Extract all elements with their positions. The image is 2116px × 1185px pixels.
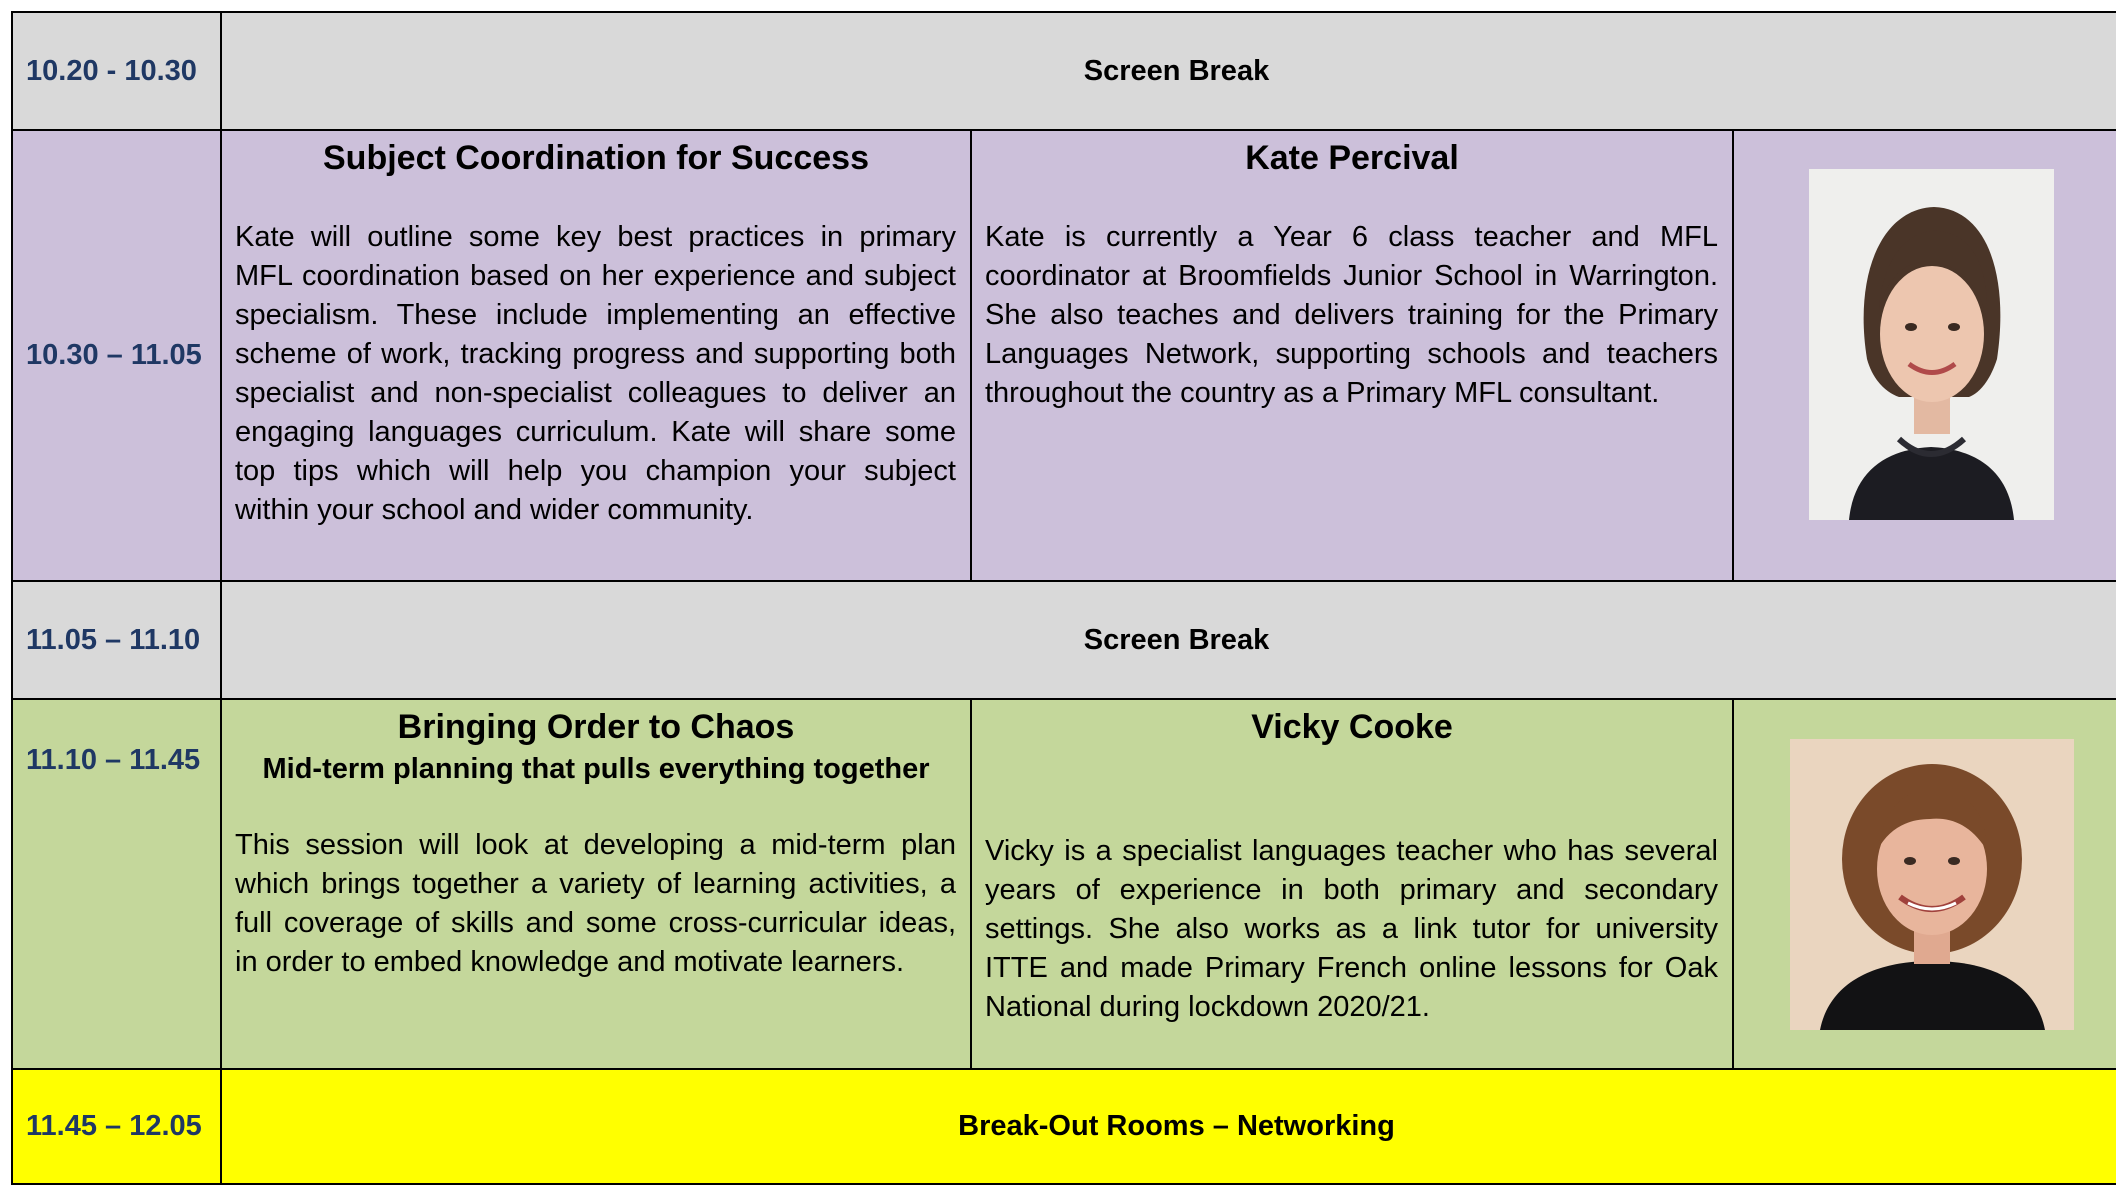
session-title: Bringing Order to Chaos <box>397 708 795 746</box>
time-cell: 11.45 – 12.05 <box>11 1068 222 1185</box>
speaker-bio: Kate is currently a Year 6 class teacher… <box>985 221 1718 409</box>
speaker-photo-cell <box>1732 129 2116 582</box>
session-title: Subject Coordination for Success <box>323 139 869 177</box>
speaker-info-cell: Vicky Cooke Vicky is a specialist langua… <box>970 698 1734 1070</box>
screen-break-label: Screen Break <box>220 11 2116 131</box>
time-cell: 10.20 - 10.30 <box>11 11 222 131</box>
time-cell: 11.10 – 11.45 <box>11 698 222 1070</box>
time-cell: 11.05 – 11.10 <box>11 580 222 700</box>
session-subtitle: Mid-term planning that pulls everything … <box>262 753 930 785</box>
speaker-photo-cell <box>1732 698 2116 1070</box>
agenda-table: 10.20 - 10.30 Screen Break 10.30 – 11.05… <box>11 11 2116 1185</box>
networking-row: 11.45 – 12.05 Break-Out Rooms – Networki… <box>11 1068 2116 1185</box>
screen-break-label: Screen Break <box>220 580 2116 700</box>
session-info-cell: Subject Coordination for Success Kate wi… <box>220 129 972 582</box>
networking-label: Break-Out Rooms – Networking <box>220 1068 2116 1185</box>
speaker-photo-vicky-cooke <box>1790 739 2074 1030</box>
session-row-subject-coordination: 10.30 – 11.05 Subject Coordination for S… <box>11 129 2116 582</box>
time-cell: 10.30 – 11.05 <box>11 129 222 582</box>
session-description: This session will look at developing a m… <box>235 829 956 978</box>
speaker-name: Vicky Cooke <box>1251 708 1453 746</box>
speaker-bio: Vicky is a specialist languages teacher … <box>985 835 1718 1023</box>
session-description: Kate will outline some key best practice… <box>235 221 956 526</box>
speaker-photo-kate-percival <box>1809 169 2054 520</box>
screen-break-row-2: 11.05 – 11.10 Screen Break <box>11 580 2116 700</box>
speaker-info-cell: Kate Percival Kate is currently a Year 6… <box>970 129 1734 582</box>
screen-break-row-1: 10.20 - 10.30 Screen Break <box>11 11 2116 131</box>
session-row-bringing-order: 11.10 – 11.45 Bringing Order to Chaos Mi… <box>11 698 2116 1070</box>
speaker-name: Kate Percival <box>1245 139 1459 177</box>
session-info-cell: Bringing Order to Chaos Mid-term plannin… <box>220 698 972 1070</box>
